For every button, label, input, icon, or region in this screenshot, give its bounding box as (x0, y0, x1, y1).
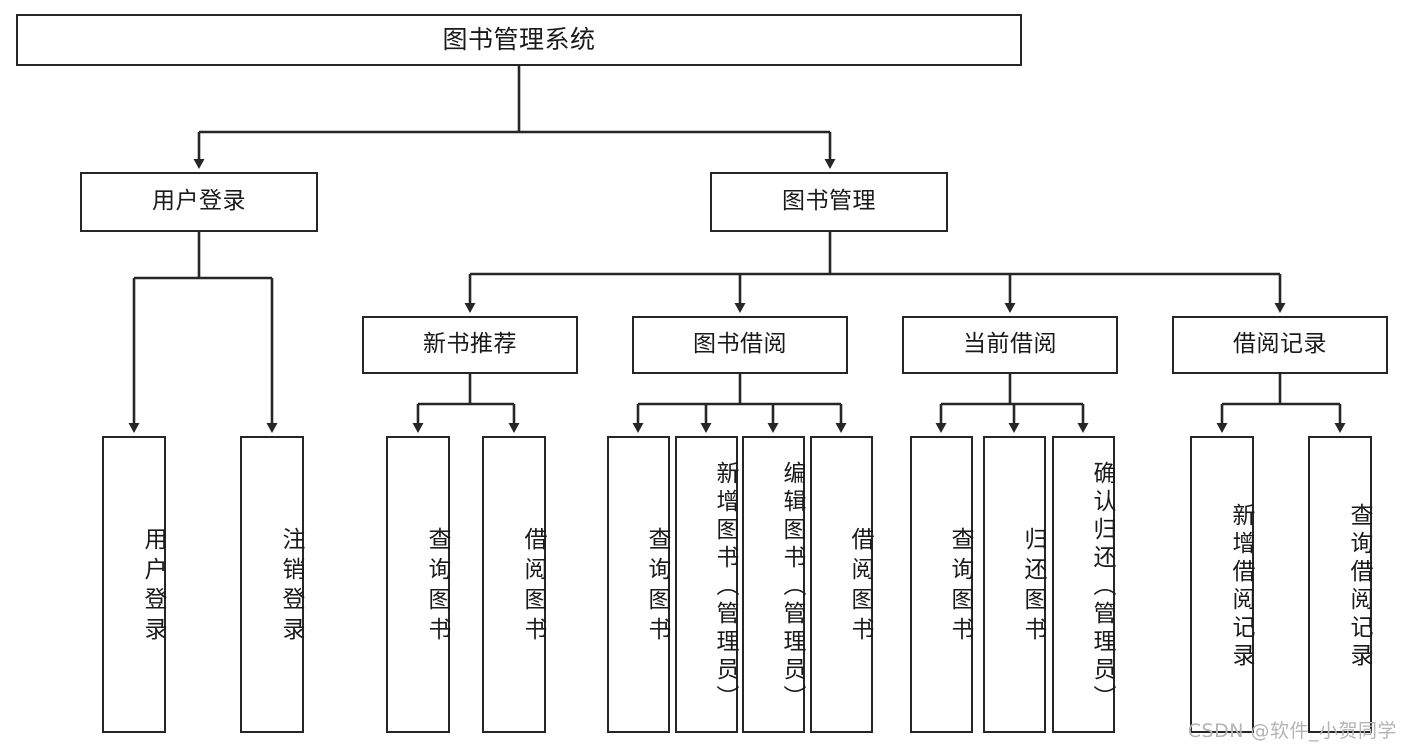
node-book-borrow-label: 图书借阅 (693, 331, 787, 358)
node-leaf-edit-book-admin-label: 编辑图书（管理员） (779, 460, 805, 713)
node-leaf-confirm-return-admin-label: 确认归还（管理员） (1089, 460, 1115, 713)
node-leaf-query-book-recommend-label: 查询图书 (424, 526, 450, 647)
node-leaf-query-book-borrow-label: 查询图书 (644, 526, 670, 647)
node-leaf-user-login[interactable]: 用户登录 (102, 436, 166, 733)
node-book-management[interactable]: 图书管理 (710, 172, 948, 232)
node-leaf-query-book-current-label: 查询图书 (947, 526, 973, 647)
node-leaf-borrow-book-recommend-label: 借阅图书 (520, 526, 546, 647)
node-borrow-record[interactable]: 借阅记录 (1172, 316, 1388, 374)
node-leaf-query-borrow-record[interactable]: 查询借阅记录 (1308, 436, 1372, 733)
node-leaf-logout-login-label: 注销登录 (278, 526, 304, 647)
node-leaf-return-book-label: 归还图书 (1020, 526, 1046, 647)
node-current-borrow-label: 当前借阅 (963, 331, 1057, 358)
node-leaf-add-book-admin-label: 新增图书（管理员） (712, 460, 738, 713)
node-leaf-query-borrow-record-label: 查询借阅记录 (1346, 502, 1372, 671)
node-leaf-user-login-label: 用户登录 (140, 526, 166, 647)
node-leaf-borrow-book[interactable]: 借阅图书 (810, 436, 873, 733)
node-leaf-query-book-recommend[interactable]: 查询图书 (386, 436, 450, 733)
node-leaf-confirm-return-admin[interactable]: 确认归还（管理员） (1052, 436, 1115, 733)
node-leaf-add-borrow-record-label: 新增借阅记录 (1228, 502, 1254, 671)
node-new-book-recommend[interactable]: 新书推荐 (362, 316, 578, 374)
node-new-book-recommend-label: 新书推荐 (423, 331, 517, 358)
csdn-watermark: CSDN @软件_小贺同学 (1187, 720, 1397, 742)
node-root[interactable]: 图书管理系统 (16, 14, 1022, 66)
node-borrow-record-label: 借阅记录 (1233, 331, 1327, 358)
node-leaf-query-book-current[interactable]: 查询图书 (910, 436, 973, 733)
node-leaf-borrow-book-recommend[interactable]: 借阅图书 (482, 436, 546, 733)
node-book-borrow[interactable]: 图书借阅 (632, 316, 848, 374)
node-leaf-query-book-borrow[interactable]: 查询图书 (607, 436, 670, 733)
node-leaf-logout-login[interactable]: 注销登录 (240, 436, 304, 733)
node-root-label: 图书管理系统 (442, 25, 596, 55)
node-user-login[interactable]: 用户登录 (80, 172, 318, 232)
node-leaf-borrow-book-label: 借阅图书 (847, 526, 873, 647)
node-leaf-add-borrow-record[interactable]: 新增借阅记录 (1190, 436, 1254, 733)
node-leaf-edit-book-admin[interactable]: 编辑图书（管理员） (742, 436, 805, 733)
node-book-management-label: 图书管理 (782, 188, 876, 215)
node-user-login-label: 用户登录 (152, 188, 246, 215)
node-leaf-return-book[interactable]: 归还图书 (983, 436, 1046, 733)
node-leaf-add-book-admin[interactable]: 新增图书（管理员） (675, 436, 738, 733)
node-current-borrow[interactable]: 当前借阅 (902, 316, 1118, 374)
